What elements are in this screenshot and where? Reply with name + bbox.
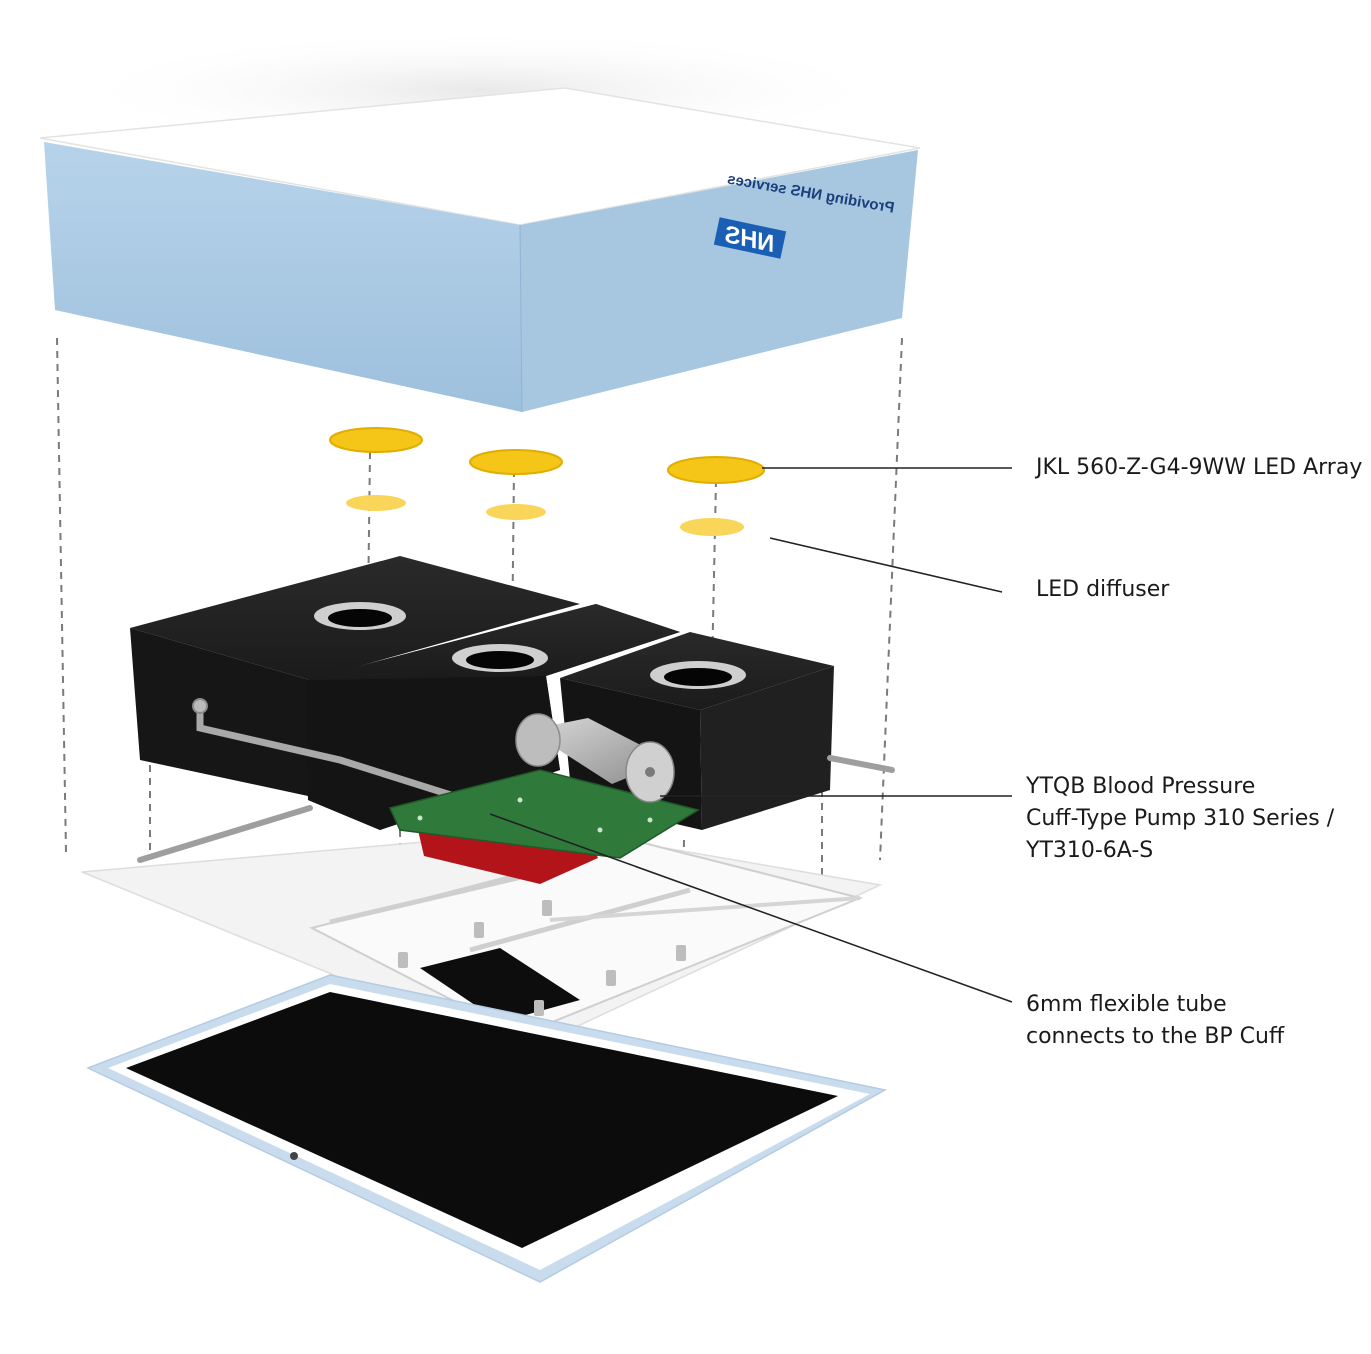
led-diffusers xyxy=(346,495,744,536)
led-array xyxy=(329,427,765,484)
housing-block-left xyxy=(130,556,580,796)
lid-front-face xyxy=(44,142,522,412)
pump-motor xyxy=(515,713,675,803)
callout-pump: YTQB Blood Pressure Cuff-Type Pump 310 S… xyxy=(1026,771,1334,867)
callout-tube: 6mm flexible tube connects to the BP Cuf… xyxy=(1026,989,1284,1053)
diffuser-2 xyxy=(486,504,546,520)
callout-led-array: JKL 560-Z-G4-9WW LED Array xyxy=(1036,455,1363,480)
base-black-panel xyxy=(126,992,838,1248)
housing-blocks xyxy=(130,556,834,830)
led-disc-1 xyxy=(329,427,423,453)
pcb-green-board xyxy=(388,769,700,859)
callout-pump-line-1: YTQB Blood Pressure xyxy=(1026,774,1256,799)
internal-tray xyxy=(81,829,883,1053)
leader-lines xyxy=(489,467,1013,1003)
callout-pump-line-3: YT310-6A-S xyxy=(1026,838,1154,863)
callout-tube-line-1: 6mm flexible tube xyxy=(1026,992,1227,1017)
led-disc-2 xyxy=(469,449,563,475)
diffuser-1 xyxy=(346,495,406,511)
led-disc-3 xyxy=(667,456,765,484)
housing-block-middle xyxy=(306,604,680,830)
base-plate xyxy=(86,974,888,1283)
callout-pump-line-2: Cuff-Type Pump 310 Series / xyxy=(1026,806,1335,831)
lid-top-face xyxy=(39,87,921,226)
leader-led-diffuser xyxy=(769,537,1003,593)
callout-led-diffuser: LED diffuser xyxy=(1036,577,1170,602)
enclosure-lid: NHS Providing NHS services xyxy=(39,87,921,413)
lid-right-face xyxy=(520,150,918,412)
callout-tube-line-2: connects to the BP Cuff xyxy=(1026,1024,1285,1049)
leader-tube xyxy=(489,813,1013,1003)
diffuser-3 xyxy=(680,518,744,536)
control-pcb xyxy=(388,769,700,884)
